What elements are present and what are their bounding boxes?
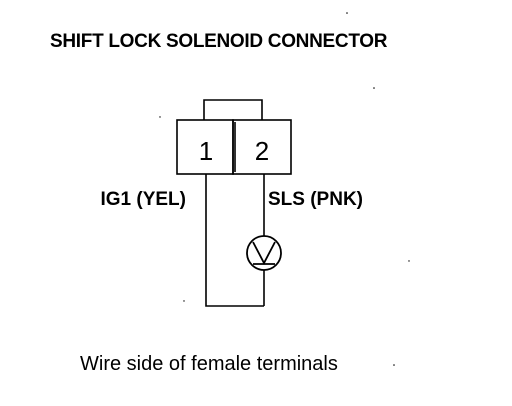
diagram-title: SHIFT LOCK SOLENOID CONNECTOR xyxy=(50,31,388,52)
connector-housing xyxy=(176,99,292,175)
wire-ig1 xyxy=(205,174,264,307)
terminal-2-number: 2 xyxy=(255,136,269,166)
scan-noise xyxy=(159,12,410,366)
solenoid-symbol-icon xyxy=(246,235,282,271)
circuit-wiring xyxy=(205,174,265,307)
diagram-caption: Wire side of female terminals xyxy=(80,353,338,375)
terminal-1-wire-label: IG1 (YEL) xyxy=(100,189,186,210)
terminal-2-wire-label: SLS (PNK) xyxy=(268,189,363,210)
terminal-1-number: 1 xyxy=(199,136,213,166)
terminal-2-cavity xyxy=(232,119,292,175)
connector-lock-tab xyxy=(203,99,263,120)
